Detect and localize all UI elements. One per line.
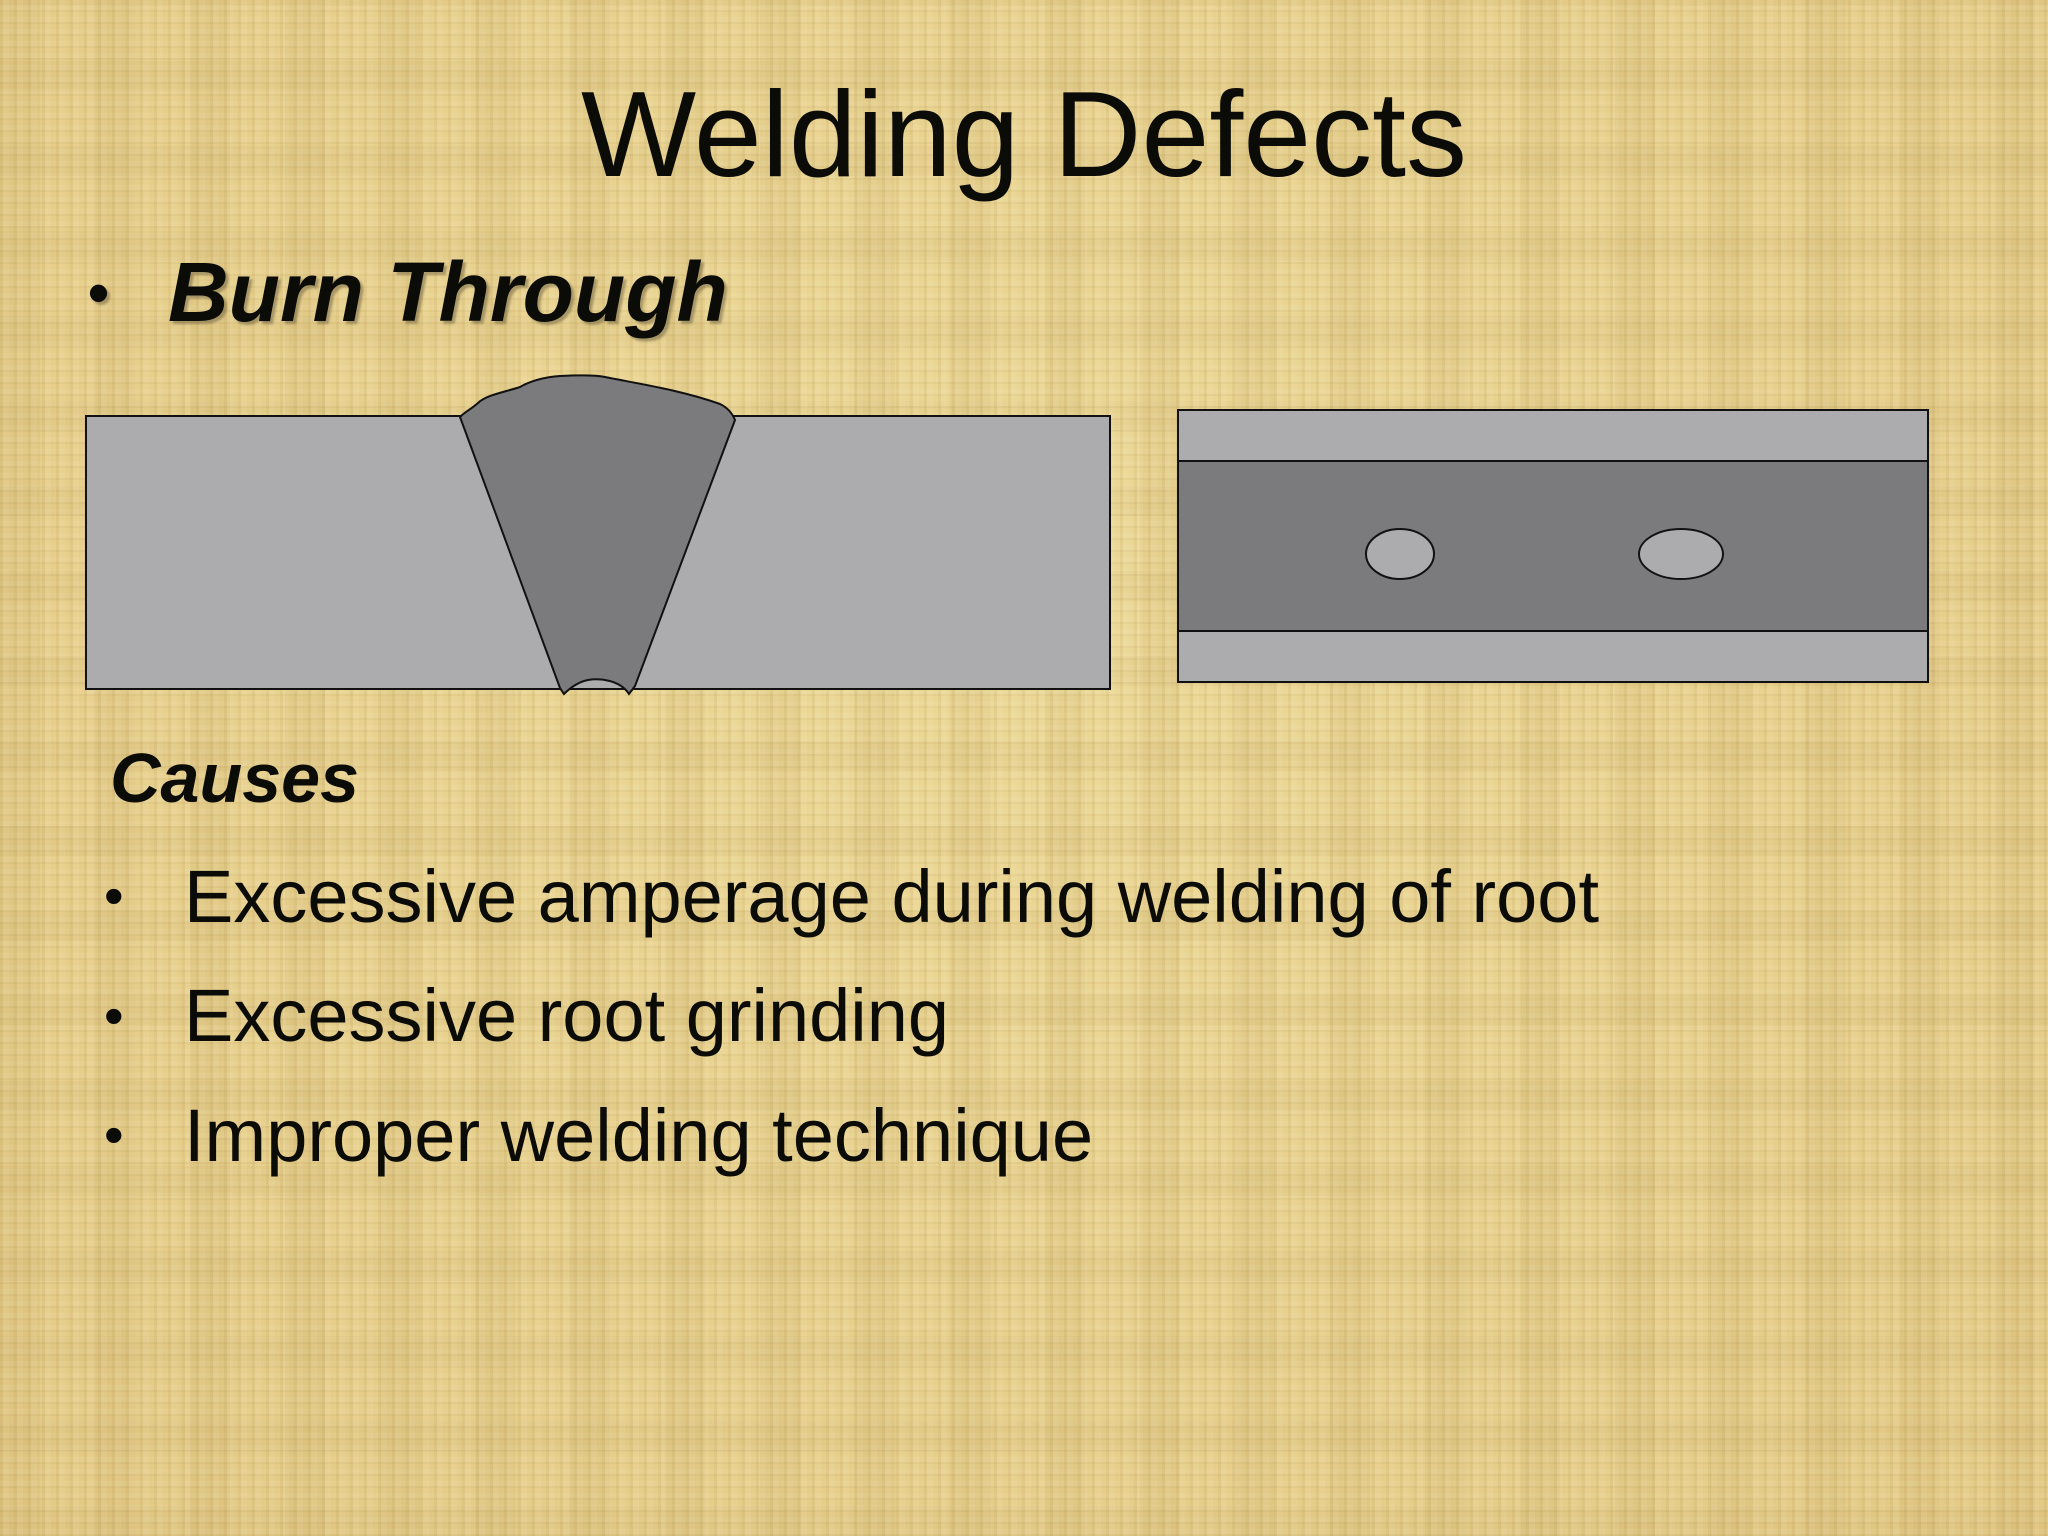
burn-through-hole	[1365, 528, 1435, 580]
heading-text: Burn Through	[168, 245, 728, 339]
weld-face	[1177, 460, 1929, 633]
cross-section-view	[85, 374, 1111, 696]
plate-top-strip	[1177, 409, 1929, 463]
burn-through-hole	[1638, 528, 1724, 580]
burn-through-heading: • Burn Through	[88, 242, 728, 349]
causes-label: Causes	[110, 739, 360, 817]
list-item: • Improper welding technique	[104, 1079, 1599, 1198]
slide-title: Welding Defects	[580, 66, 1468, 202]
cause-text: Excessive amperage during welding of roo…	[184, 855, 1599, 938]
base-plate	[85, 415, 1111, 690]
top-view	[1177, 409, 1929, 683]
bullet-icon: •	[104, 1103, 124, 1167]
list-item: • Excessive root grinding	[104, 959, 1599, 1078]
cause-text: Excessive root grinding	[184, 974, 950, 1058]
bullet-icon: •	[104, 864, 124, 928]
list-item: • Excessive amperage during welding of ro…	[104, 840, 1599, 959]
bullet-icon: •	[88, 258, 110, 326]
weld-bead	[458, 374, 737, 696]
causes-list: • Excessive amperage during welding of ro…	[104, 840, 1599, 1198]
plate-bottom-strip	[1177, 630, 1929, 683]
bullet-icon: •	[104, 983, 124, 1047]
cause-text: Improper welding technique	[184, 1093, 1094, 1177]
